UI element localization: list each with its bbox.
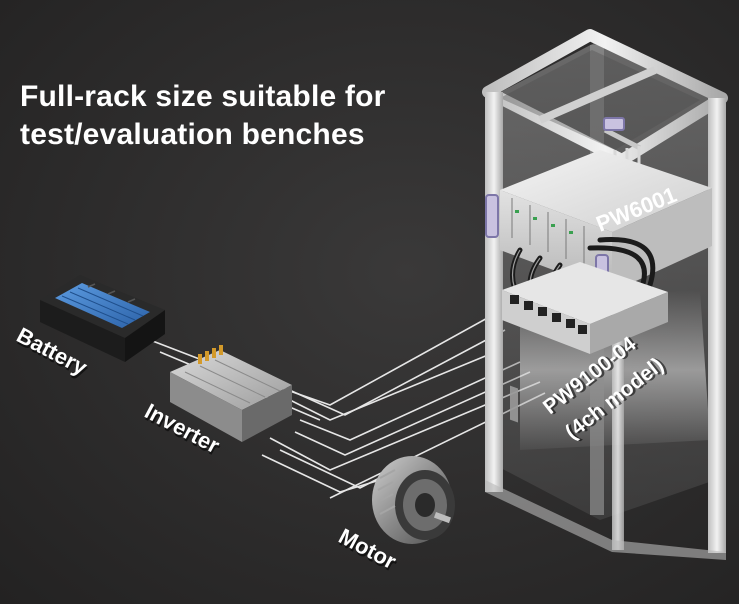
inverter-unit xyxy=(170,345,292,442)
pw9100-unit xyxy=(502,262,668,354)
headline: Full-rack size suitable for test/evaluat… xyxy=(20,78,490,154)
motor-unit xyxy=(372,456,455,544)
headline-line-1: Full-rack size suitable for xyxy=(20,80,386,113)
headline-line-2: test/evaluation benches xyxy=(20,118,365,151)
battery-pack xyxy=(40,275,165,362)
